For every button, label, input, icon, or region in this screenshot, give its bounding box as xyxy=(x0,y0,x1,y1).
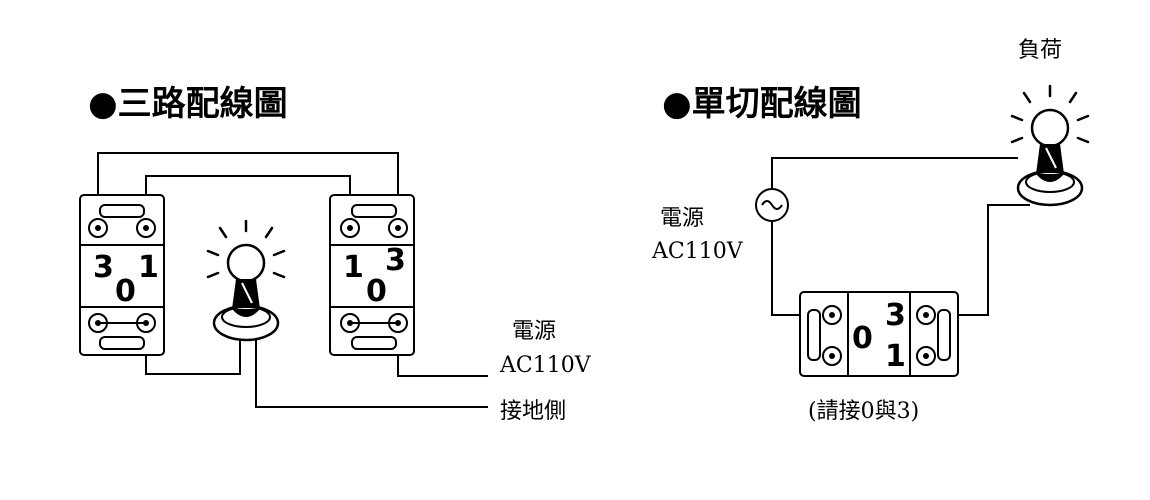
terminal-slot xyxy=(937,309,951,361)
terminal-label-0: 0 xyxy=(115,274,136,309)
ground-wire xyxy=(255,335,488,408)
three-way-title: ●三路配線圖 xyxy=(88,84,288,124)
single-pole-switch: 0 3 1 xyxy=(799,291,959,377)
load-label: 負荷 xyxy=(1018,38,1062,63)
ground-side-label: 接地側 xyxy=(500,399,566,424)
terminal-slot xyxy=(807,309,821,361)
terminal-label-3: 3 xyxy=(885,298,906,333)
terminal-slot xyxy=(351,204,397,218)
traveler-wire-inner xyxy=(145,175,351,225)
light-bulb-icon xyxy=(206,219,286,342)
traveler-wire-outer xyxy=(97,152,399,225)
terminal-label-1: 1 xyxy=(343,250,364,285)
single-pole-wires xyxy=(771,157,1030,316)
power-voltage-label: AC110V xyxy=(499,353,592,378)
light-bulb-icon xyxy=(1010,84,1090,207)
wiring-note: (請接0與3) xyxy=(808,399,919,424)
power-label: 電源 xyxy=(660,206,704,231)
terminal-label-1: 1 xyxy=(885,339,906,374)
ac-source-icon xyxy=(755,188,789,222)
terminal-label-3: 3 xyxy=(385,243,406,278)
source-to-switch-wire xyxy=(771,222,800,316)
power-label: 電源 xyxy=(512,319,556,344)
terminal-label-0: 0 xyxy=(366,274,387,309)
right-three-way-switch: 1 3 0 xyxy=(329,194,415,356)
single-pole-title: ●單切配線圖 xyxy=(662,84,862,124)
left-three-way-switch: 3 1 0 xyxy=(79,194,165,356)
terminal-label-3: 3 xyxy=(93,250,114,285)
terminal-slot xyxy=(351,336,397,350)
power-voltage-label: AC110V xyxy=(651,239,744,264)
terminal-label-0: 0 xyxy=(852,321,873,356)
switch-to-lamp-wire xyxy=(958,204,1030,316)
single-pole-diagram: ●單切配線圖 負荷 xyxy=(651,38,1090,424)
lamp-feed-wire xyxy=(771,157,1018,188)
terminal-slot xyxy=(99,204,145,218)
three-way-diagram: ●三路配線圖 3 1 0 xyxy=(79,84,592,424)
terminal-label-1: 1 xyxy=(138,250,159,285)
terminal-slot xyxy=(99,336,145,350)
